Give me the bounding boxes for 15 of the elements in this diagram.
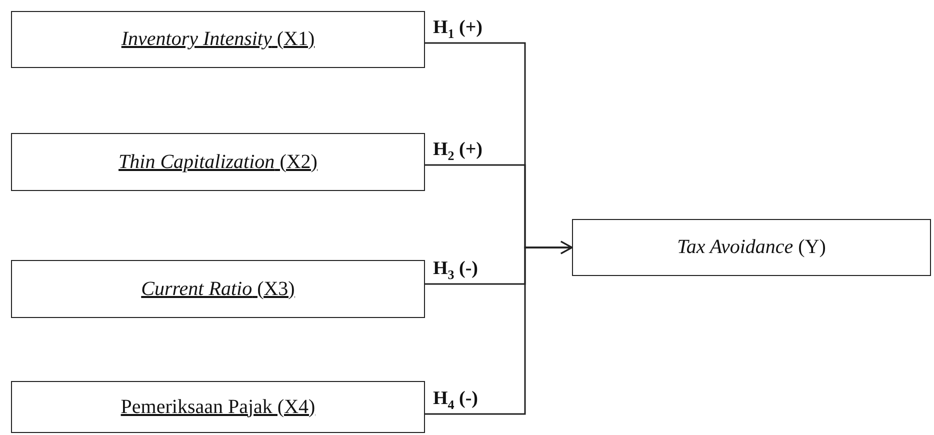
variable-name: Tax Avoidance (Y) — [677, 236, 826, 259]
variable-name: Pemeriksaan Pajak (X4) — [120, 396, 316, 418]
variable-box — [11, 381, 425, 433]
variable-box — [11, 133, 425, 191]
connector-arrow — [425, 240, 573, 415]
edge-label: H$_{4}$ (-) — [433, 389, 478, 411]
edge-label: H$_{3}$ (-) — [433, 259, 478, 281]
edge-label: H$_{2}$ (+) — [433, 140, 483, 162]
variable-name: Current Ratio (X3) — [141, 278, 295, 300]
variable-box — [572, 219, 931, 276]
edge-label: H$_{1}$ (+) — [433, 18, 483, 40]
variable-box — [11, 11, 425, 68]
variable-name: Inventory Intensity (X1) — [121, 28, 315, 51]
variable-box — [11, 260, 425, 318]
variable-name: Thin Capitalization (X2) — [118, 150, 318, 174]
